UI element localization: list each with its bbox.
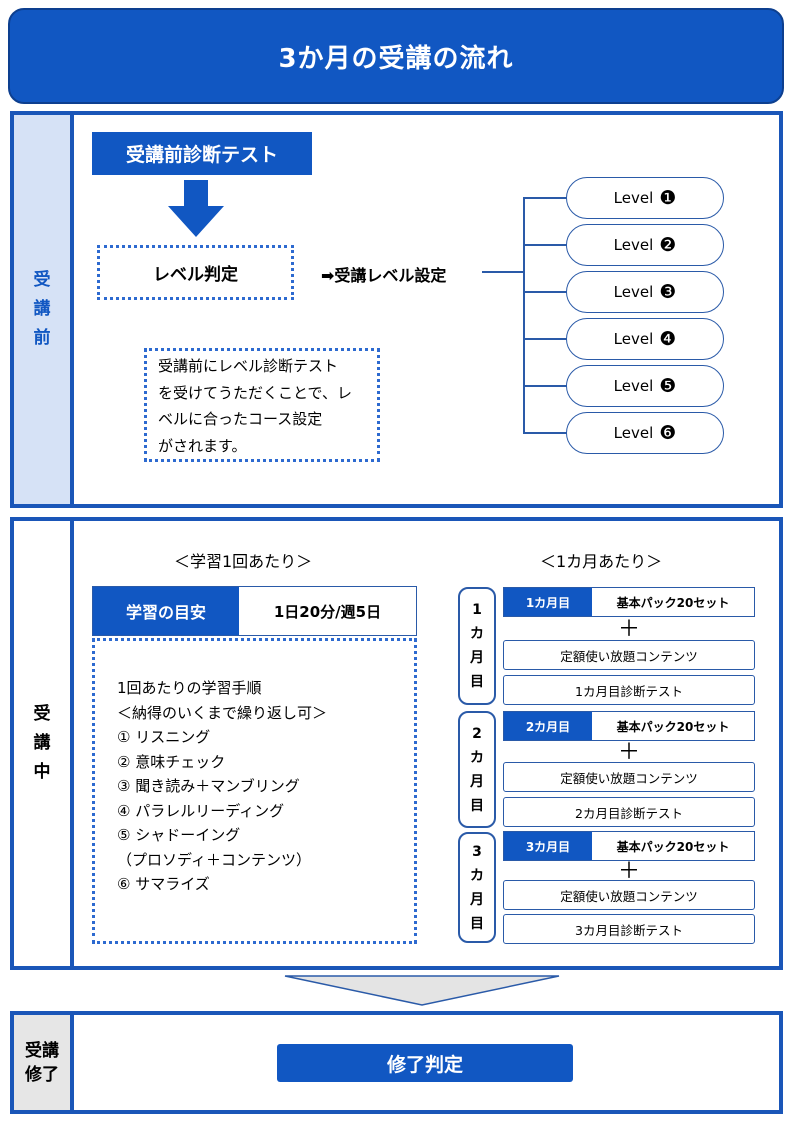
month-2-test: 2カ月目診断テスト <box>503 797 755 827</box>
connector-line <box>523 197 525 433</box>
plus-sign: ＋ <box>617 617 640 642</box>
level-branch <box>523 385 567 387</box>
section-during-label: 受 講 中 <box>14 521 74 966</box>
month-3-tag: 3カ月目 <box>504 832 592 860</box>
month-1-test: 1カ月目診断テスト <box>503 675 755 705</box>
month-2-pack-row: 2カ月目 基本パック20セット <box>503 711 755 741</box>
month-1-contents: 定額使い放題コンテンツ <box>503 640 755 670</box>
step-item: ① リスニング <box>117 728 211 746</box>
month-2-contents: 定額使い放題コンテンツ <box>503 762 755 792</box>
steps-title: 1回あたりの学習手順 <box>117 679 262 697</box>
per-month-heading: ＜1カ月あたり＞ <box>540 552 663 571</box>
month-3-pack-row: 3カ月目 基本パック20セット <box>503 831 755 861</box>
level-branch <box>523 432 567 434</box>
connector-line <box>482 271 524 273</box>
section-during: 受 講 中 <box>10 517 783 970</box>
completion-judgment-box: 修了判定 <box>277 1044 573 1082</box>
month-1-pack: 基本パック20セット <box>616 595 730 610</box>
down-chevron-icon <box>284 975 560 1006</box>
month-3-contents: 定額使い放題コンテンツ <box>503 880 755 910</box>
steps-note: ＜納得のいくまで繰り返し可＞ <box>117 703 328 722</box>
month-2-pack: 基本パック20セット <box>616 719 730 734</box>
section-before-label: 受 講 前 <box>14 115 74 504</box>
step-item: ⑤ シャドーイング <box>117 826 241 844</box>
level-branch <box>523 338 567 340</box>
month-3-pack: 基本パック20セット <box>616 839 730 854</box>
month-2-label: 2 カ 月 目 <box>458 711 496 828</box>
month-3-test: 3カ月目診断テスト <box>503 914 755 944</box>
down-arrow-icon <box>168 180 224 237</box>
note-box: 受講前にレベル診断テスト を受けてうただくことで、レ ベルに合ったコース設定 が… <box>144 348 380 462</box>
level-setting-label: ➡受講レベル設定 <box>321 266 447 285</box>
step-item: （プロソディ＋コンテンツ） <box>117 850 311 869</box>
step-item: ② 意味チェック <box>117 752 226 771</box>
plus-sign: ＋ <box>617 859 640 884</box>
per-session-heading: ＜学習1回あたり＞ <box>174 552 313 571</box>
section-after: 受講 修了 <box>10 1011 783 1114</box>
step-item: ⑥ サマライズ <box>117 875 210 893</box>
study-guide-label: 学習の目安 <box>93 587 239 635</box>
month-2-tag: 2カ月目 <box>504 712 592 740</box>
level-branch <box>523 197 567 199</box>
month-1-label: 1 カ 月 目 <box>458 587 496 705</box>
study-guide-header: 学習の目安 1日20分/週5日 <box>92 586 417 636</box>
study-steps-box: 1回あたりの学習手順 ＜納得のいくまで繰り返し可＞ ① リスニング ② 意味チェ… <box>92 638 417 944</box>
study-guide-value: 1日20分/週5日 <box>273 602 382 621</box>
step-item: ③ 聞き読み＋マンブリング <box>117 777 300 795</box>
month-3-label: 3 カ 月 目 <box>458 832 496 943</box>
month-1-tag: 1カ月目 <box>504 588 592 616</box>
step-item: ④ パラレルリーディング <box>117 801 285 820</box>
page-title: 3か月の受講の流れ <box>8 8 784 104</box>
level-judge-box: レベル判定 <box>97 245 294 300</box>
plus-sign: ＋ <box>617 740 640 765</box>
section-after-label: 受講 修了 <box>14 1015 74 1110</box>
month-1-pack-row: 1カ月目 基本パック20セット <box>503 587 755 617</box>
level-branch <box>523 244 567 246</box>
level-branch <box>523 291 567 293</box>
pretest-box: 受講前診断テスト <box>92 132 312 175</box>
section-before: 受 講 前 <box>10 111 783 508</box>
